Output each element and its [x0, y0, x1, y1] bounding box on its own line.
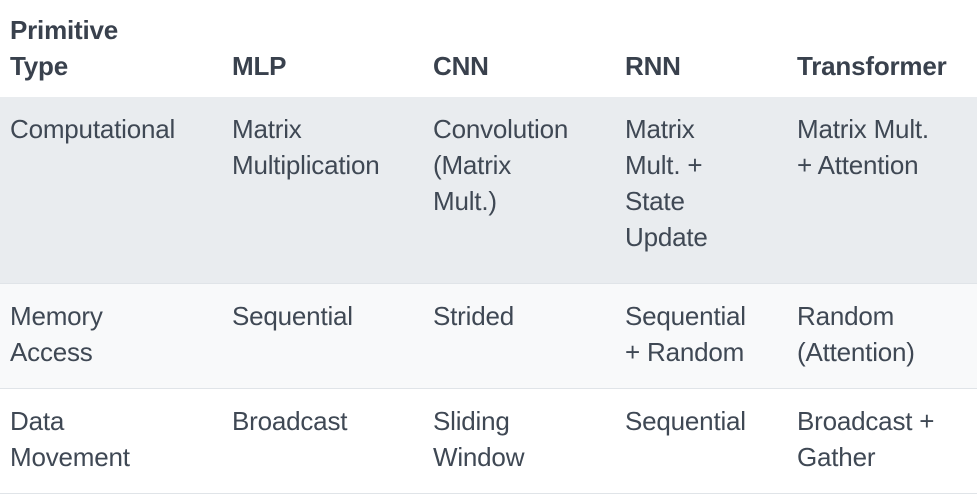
column-header-primitive-type: Primitive Type	[0, 0, 222, 97]
cell-computational-rnn: Matrix Mult. + State Update	[625, 114, 708, 252]
cell-computational-transformer: Matrix Mult. + Attention	[797, 114, 929, 180]
table-row-memory-access: Memory Access Sequential Strided Sequent…	[0, 283, 977, 388]
row-label-memory-access: Memory Access	[10, 300, 103, 367]
cell-memory-rnn: Sequential + Random	[625, 300, 746, 367]
row-label-computational: Computational	[10, 114, 176, 144]
column-header-rnn: RNN	[615, 0, 787, 97]
cell-memory-transformer: Random (Attention)	[797, 300, 915, 367]
cell-data-mlp: Broadcast	[232, 405, 348, 436]
cell-computational-mlp: Matrix Multiplication	[232, 114, 380, 180]
table-row-data-movement: Data Movement Broadcast Sliding Window S…	[0, 388, 977, 493]
table-row-computational: Computational Matrix Multiplication Conv…	[0, 97, 977, 283]
column-header-transformer: Transformer	[787, 0, 977, 97]
cell-memory-cnn: Strided	[433, 300, 514, 331]
column-header-mlp: MLP	[222, 0, 423, 97]
cell-data-cnn: Sliding Window	[433, 405, 525, 472]
row-label-data-movement: Data Movement	[10, 405, 130, 472]
cell-memory-mlp: Sequential	[232, 300, 353, 331]
cell-computational-cnn: Convolution (Matrix Mult.)	[433, 114, 569, 216]
header-row: Primitive Type MLP CNN RNN Transformer	[0, 0, 977, 97]
column-header-cnn: CNN	[423, 0, 615, 97]
cell-data-rnn: Sequential	[625, 405, 746, 436]
cell-data-transformer: Broadcast + Gather	[797, 405, 935, 472]
